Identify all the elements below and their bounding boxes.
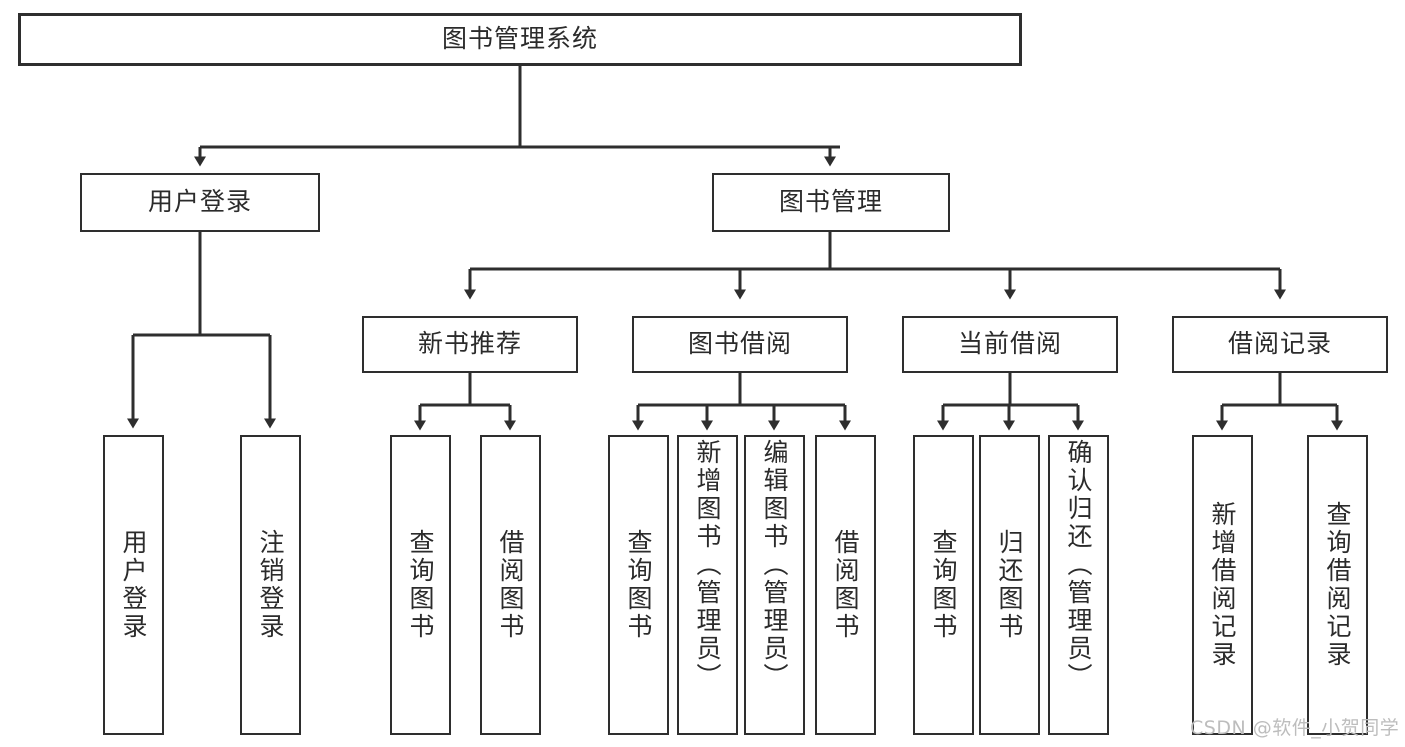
node-root[interactable]: 图书管理系统 (18, 13, 1022, 66)
node-leaf-return-book-label: 归还图书 (995, 529, 1024, 641)
node-leaf-user-login[interactable]: 用户登录 (103, 435, 164, 735)
node-user-login-label: 用户登录 (147, 187, 252, 217)
node-leaf-confirm-return[interactable]: 确认归还（管理员） (1048, 435, 1109, 735)
node-leaf-query-book-2[interactable]: 查询图书 (608, 435, 669, 735)
node-leaf-query-book-1[interactable]: 查询图书 (390, 435, 451, 735)
node-leaf-query-record-label: 查询借阅记录 (1323, 501, 1352, 669)
node-leaf-edit-book[interactable]: 编辑图书（管理员） (744, 435, 805, 735)
node-user-login[interactable]: 用户登录 (80, 173, 320, 232)
node-leaf-user-logout-label: 注销登录 (256, 529, 285, 641)
node-leaf-query-book-1-label: 查询图书 (406, 529, 435, 641)
node-leaf-user-login-label: 用户登录 (119, 529, 148, 641)
node-current-borrow-label: 当前借阅 (957, 329, 1062, 359)
node-leaf-return-book[interactable]: 归还图书 (979, 435, 1040, 735)
node-new-book-recommend-label: 新书推荐 (417, 329, 522, 359)
node-leaf-query-book-3-label: 查询图书 (929, 529, 958, 641)
node-leaf-query-record[interactable]: 查询借阅记录 (1307, 435, 1368, 735)
node-leaf-query-book-2-label: 查询图书 (624, 529, 653, 641)
node-leaf-confirm-return-label: 确认归还（管理员） (1064, 439, 1093, 691)
node-borrow-record-label: 借阅记录 (1227, 329, 1332, 359)
node-leaf-add-record-label: 新增借阅记录 (1208, 501, 1237, 669)
node-leaf-borrow-book-2[interactable]: 借阅图书 (815, 435, 876, 735)
node-leaf-borrow-book-1[interactable]: 借阅图书 (480, 435, 541, 735)
node-root-label: 图书管理系统 (441, 24, 598, 54)
node-leaf-add-book-label: 新增图书（管理员） (693, 439, 722, 691)
node-leaf-query-book-3[interactable]: 查询图书 (913, 435, 974, 735)
node-book-manage[interactable]: 图书管理 (712, 173, 950, 232)
csdn-watermark: CSDN @软件_小贺同学 (1190, 717, 1400, 739)
node-current-borrow[interactable]: 当前借阅 (902, 316, 1118, 373)
node-new-book-recommend[interactable]: 新书推荐 (362, 316, 578, 373)
node-borrow-record[interactable]: 借阅记录 (1172, 316, 1388, 373)
node-leaf-edit-book-label: 编辑图书（管理员） (760, 439, 789, 691)
node-book-borrow[interactable]: 图书借阅 (632, 316, 848, 373)
node-leaf-borrow-book-1-label: 借阅图书 (496, 529, 525, 641)
node-leaf-user-logout[interactable]: 注销登录 (240, 435, 301, 735)
node-book-manage-label: 图书管理 (778, 187, 883, 217)
node-book-borrow-label: 图书借阅 (687, 329, 792, 359)
node-leaf-add-record[interactable]: 新增借阅记录 (1192, 435, 1253, 735)
node-leaf-add-book[interactable]: 新增图书（管理员） (677, 435, 738, 735)
node-leaf-borrow-book-2-label: 借阅图书 (831, 529, 860, 641)
